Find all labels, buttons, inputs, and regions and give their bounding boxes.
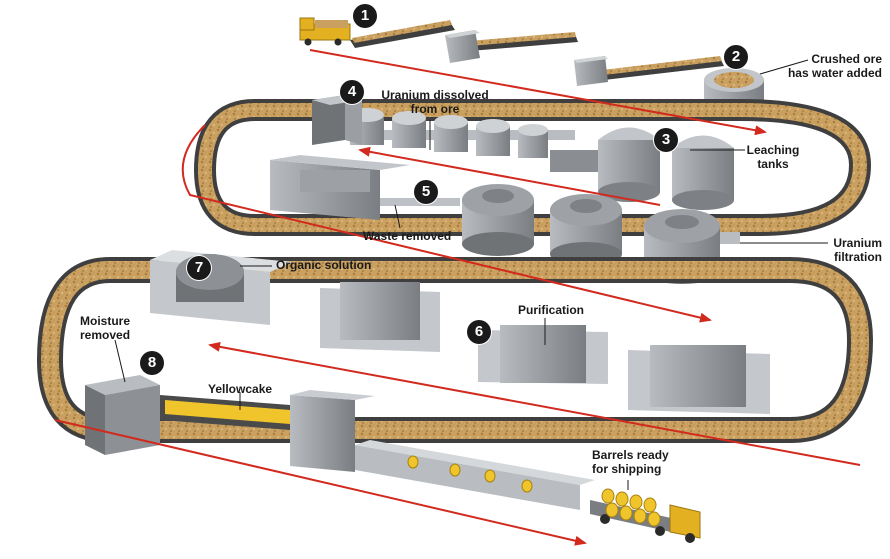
label-line: Crushed ore: [811, 52, 882, 66]
step-badge-4: 4: [340, 80, 364, 104]
label-leaching-tanks: Leaching tanks: [740, 143, 806, 171]
flow-arrow-icon: [309, 49, 767, 136]
label-line: Moisture: [80, 314, 131, 328]
leaching-tank: [598, 127, 660, 202]
label-line: Barrels ready: [592, 448, 669, 462]
flow-arrows: [54, 49, 861, 546]
drying-unit: [85, 375, 160, 455]
step-badge-7: 7: [187, 256, 211, 280]
label-line: has water added: [787, 66, 882, 80]
label-line: removed: [80, 328, 131, 342]
barrel-icon: [449, 463, 461, 477]
row4-purification: [36, 250, 874, 443]
row3-filtration: [270, 155, 740, 284]
label-line: tanks: [757, 157, 789, 171]
leaching-tank: [672, 135, 734, 210]
step-badge-2: 2: [724, 45, 748, 69]
step-badge-5: 5: [414, 180, 438, 204]
label-line: Uranium dissolved: [381, 88, 489, 102]
leader-lines: [114, 59, 828, 490]
step-badge-3: 3: [654, 128, 678, 152]
label-barrels-ready: Barrels ready for shipping: [592, 448, 669, 476]
flow-arrow-icon: [181, 124, 712, 323]
tank-icon: [392, 111, 426, 148]
label-line: Uranium: [833, 236, 882, 250]
tank-icon: [518, 124, 548, 158]
box-machine: [312, 95, 362, 145]
step-badge-6: 6: [467, 320, 491, 344]
tank-icon: [434, 115, 468, 152]
tank-icon: [476, 119, 510, 156]
label-crushed-ore: Crushed ore has water added: [760, 52, 882, 80]
filtration-drum: [462, 184, 534, 256]
barrel-icon: [521, 479, 533, 493]
waste-box: [270, 155, 410, 220]
step-badge-8: 8: [140, 351, 164, 375]
filtration-drum: [550, 194, 622, 266]
row1-conveyors: [299, 17, 764, 118]
purification-box: [478, 325, 608, 384]
step-badge-1: 1: [353, 4, 377, 28]
label-yellowcake: Yellowcake: [208, 382, 273, 396]
label-uranium-filtration: Uranium filtration: [800, 236, 882, 264]
barrel-icon: [407, 455, 419, 469]
label-moisture-removed: Moisture removed: [80, 314, 130, 342]
packaging-box: [290, 390, 375, 472]
row5-yellowcake: [85, 375, 701, 543]
label-line: for shipping: [592, 462, 662, 476]
label-line: Leaching: [746, 143, 800, 157]
purification-box: [628, 345, 770, 414]
label-organic-solution: Organic solution: [276, 258, 372, 272]
barrel-icon: [484, 469, 496, 483]
label-line: filtration: [834, 250, 882, 264]
flow-arrow-icon: [54, 419, 587, 546]
flow-arrow-icon: [358, 146, 661, 206]
crusher-box: [445, 30, 480, 63]
barrel-stack: [601, 488, 661, 527]
crusher-box: [574, 56, 608, 86]
row2-loop: [193, 95, 872, 236]
purification-box: [320, 282, 440, 352]
dump-truck-icon: [299, 17, 351, 46]
label-uranium-dissolved: Uranium dissolved from ore: [372, 88, 498, 116]
label-line: from ore: [410, 102, 460, 116]
organic-solution-unit: [150, 250, 292, 325]
flow-arrow-icon: [208, 341, 861, 466]
label-purification: Purification: [518, 303, 585, 317]
label-waste-removed: Waste removed: [363, 229, 452, 243]
